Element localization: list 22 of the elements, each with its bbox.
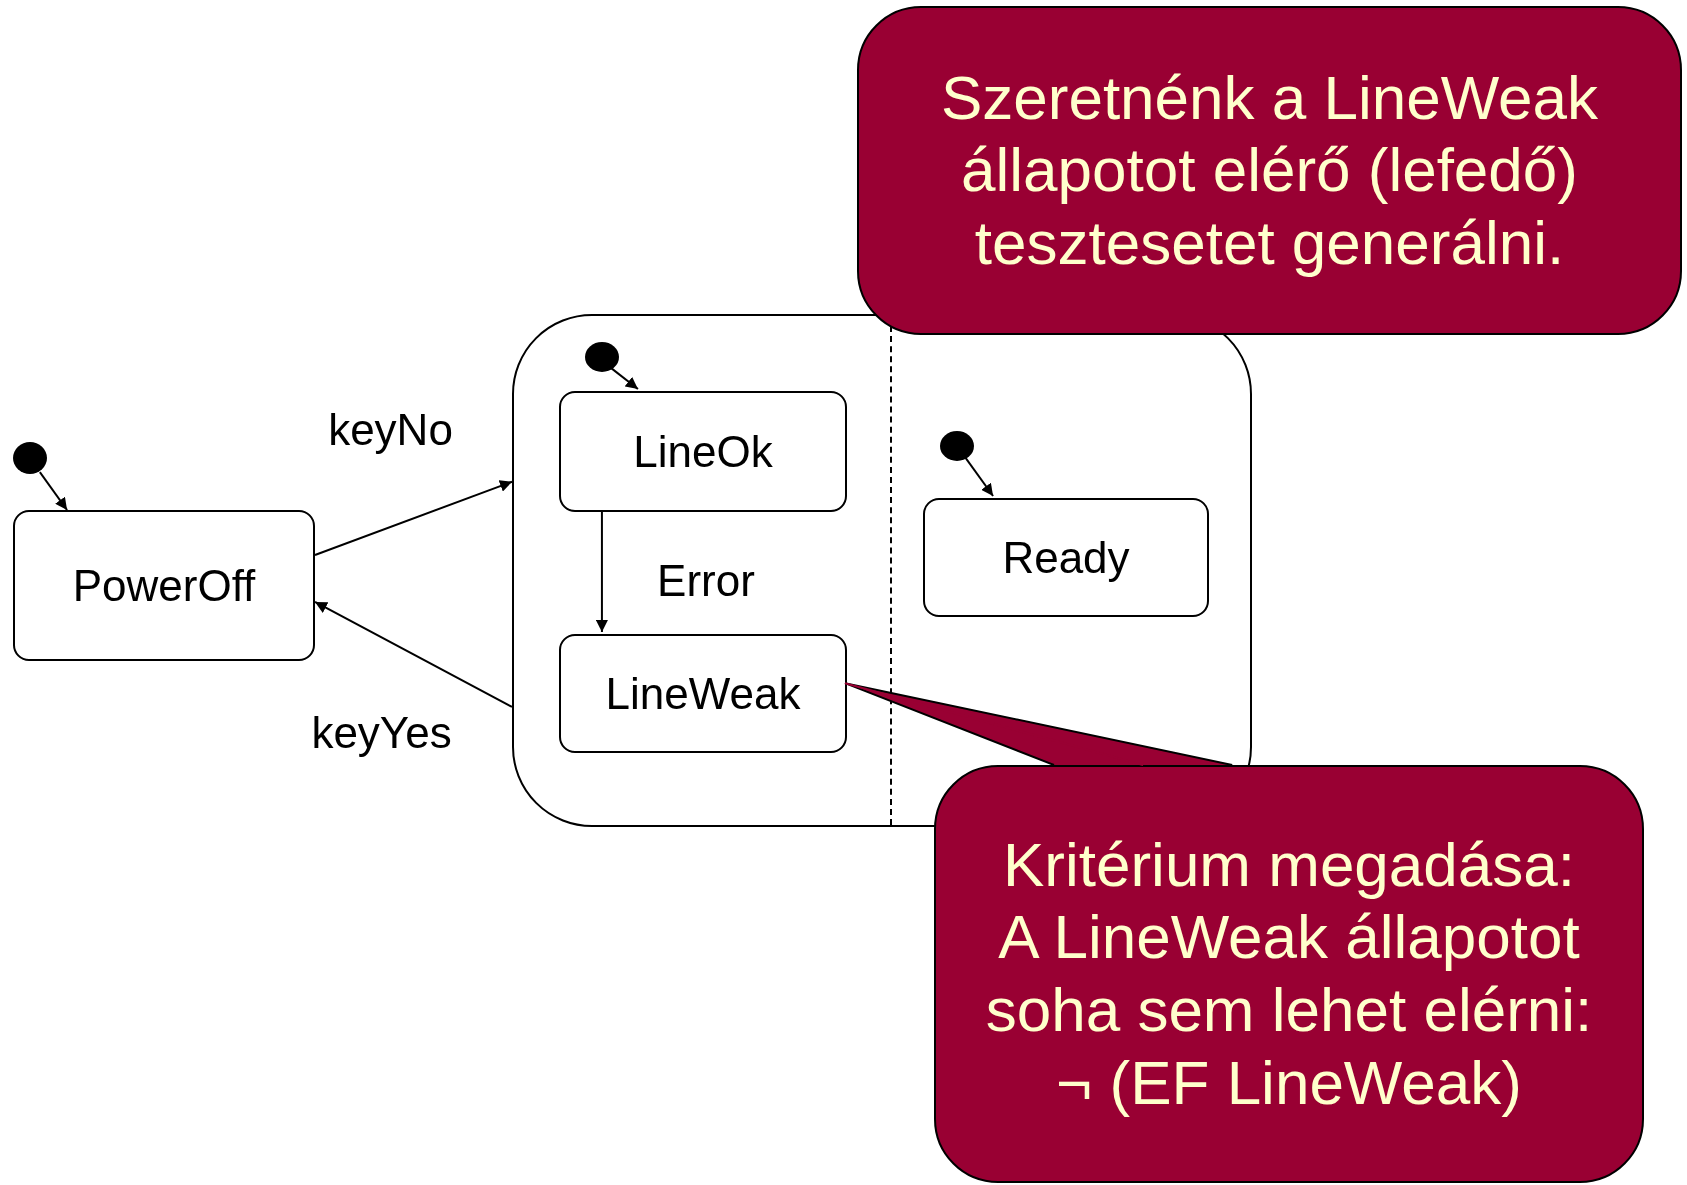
callout-box xyxy=(857,6,1682,335)
transition-arrow xyxy=(38,471,69,511)
transition-arrow xyxy=(963,455,995,497)
state-name: LineOk xyxy=(633,426,773,477)
transition-arrow xyxy=(314,600,513,708)
state-box xyxy=(923,498,1209,617)
transition-arrow xyxy=(595,509,608,633)
transition-arrow xyxy=(314,480,513,556)
transition-arrow xyxy=(609,366,639,390)
callout-text: Szeretnénk a LineWeak állapotot elérő (lefedő) tesztesetet generálni. xyxy=(939,61,1600,279)
state-box xyxy=(559,391,847,512)
state-name: LineWeak xyxy=(605,668,801,719)
state-box xyxy=(13,510,315,661)
state-name: Ready xyxy=(1002,532,1130,583)
callout-text: ¬ (EF LineWeak) xyxy=(1056,1046,1522,1119)
initial-state-dot xyxy=(13,442,47,474)
state-box xyxy=(559,634,847,753)
callout-text: A LineWeak állapotot soha sem lehet elérni: xyxy=(984,901,1594,1046)
initial-state-dot xyxy=(940,431,974,461)
state-name: PowerOff xyxy=(72,560,256,611)
initial-state-dot xyxy=(585,342,619,372)
callout-text: Kritérium megadása: xyxy=(1003,828,1575,901)
